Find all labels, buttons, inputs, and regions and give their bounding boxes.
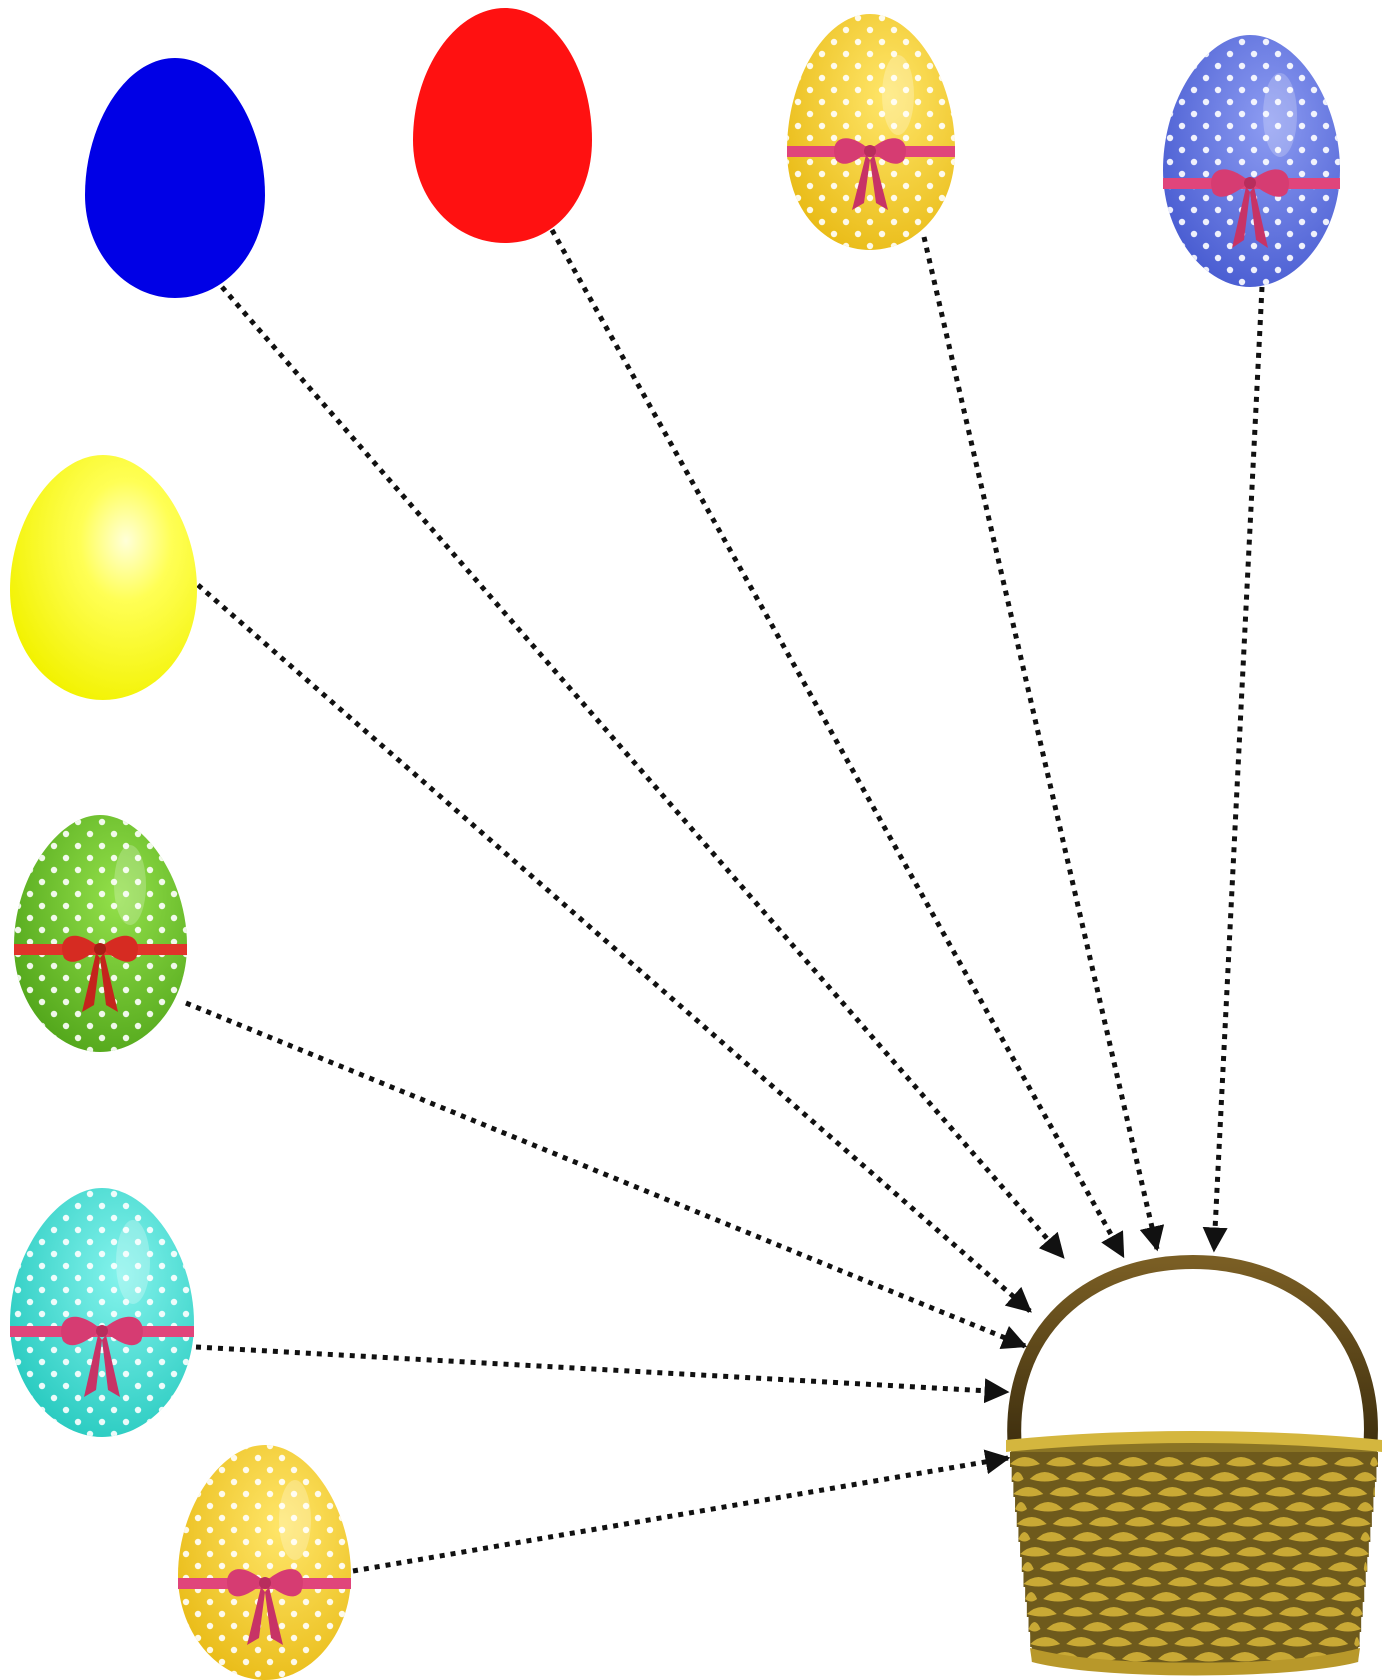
red-egg-icon[interactable] [413, 8, 592, 243]
connector-green-egg [186, 1003, 1025, 1346]
connector-red-egg [552, 230, 1123, 1256]
yellow-dotted-egg-2-icon[interactable] [178, 1445, 351, 1680]
basket-weave [1010, 1452, 1378, 1662]
cyan-dotted-egg-icon[interactable] [10, 1188, 194, 1437]
connector-yellow-dotted-egg-2 [353, 1458, 1008, 1571]
wicker-basket-icon[interactable] [1006, 1262, 1382, 1676]
yellow-dotted-egg-icon[interactable] [787, 14, 955, 250]
green-dotted-egg-icon[interactable] [14, 815, 187, 1052]
connector-yellow-dotted-egg [924, 237, 1157, 1249]
connector-yellow-glossy-egg [198, 585, 1030, 1311]
yellow-glossy-egg-icon[interactable] [10, 455, 197, 700]
blue-egg-icon[interactable] [85, 58, 265, 298]
connector-periwinkle-egg [1214, 287, 1262, 1250]
periwinkle-dotted-egg-icon[interactable] [1163, 35, 1340, 287]
connector-blue-egg [222, 287, 1063, 1257]
basket-handle [1014, 1262, 1371, 1450]
connector-cyan-egg [196, 1347, 1007, 1392]
connector-group [186, 230, 1262, 1571]
